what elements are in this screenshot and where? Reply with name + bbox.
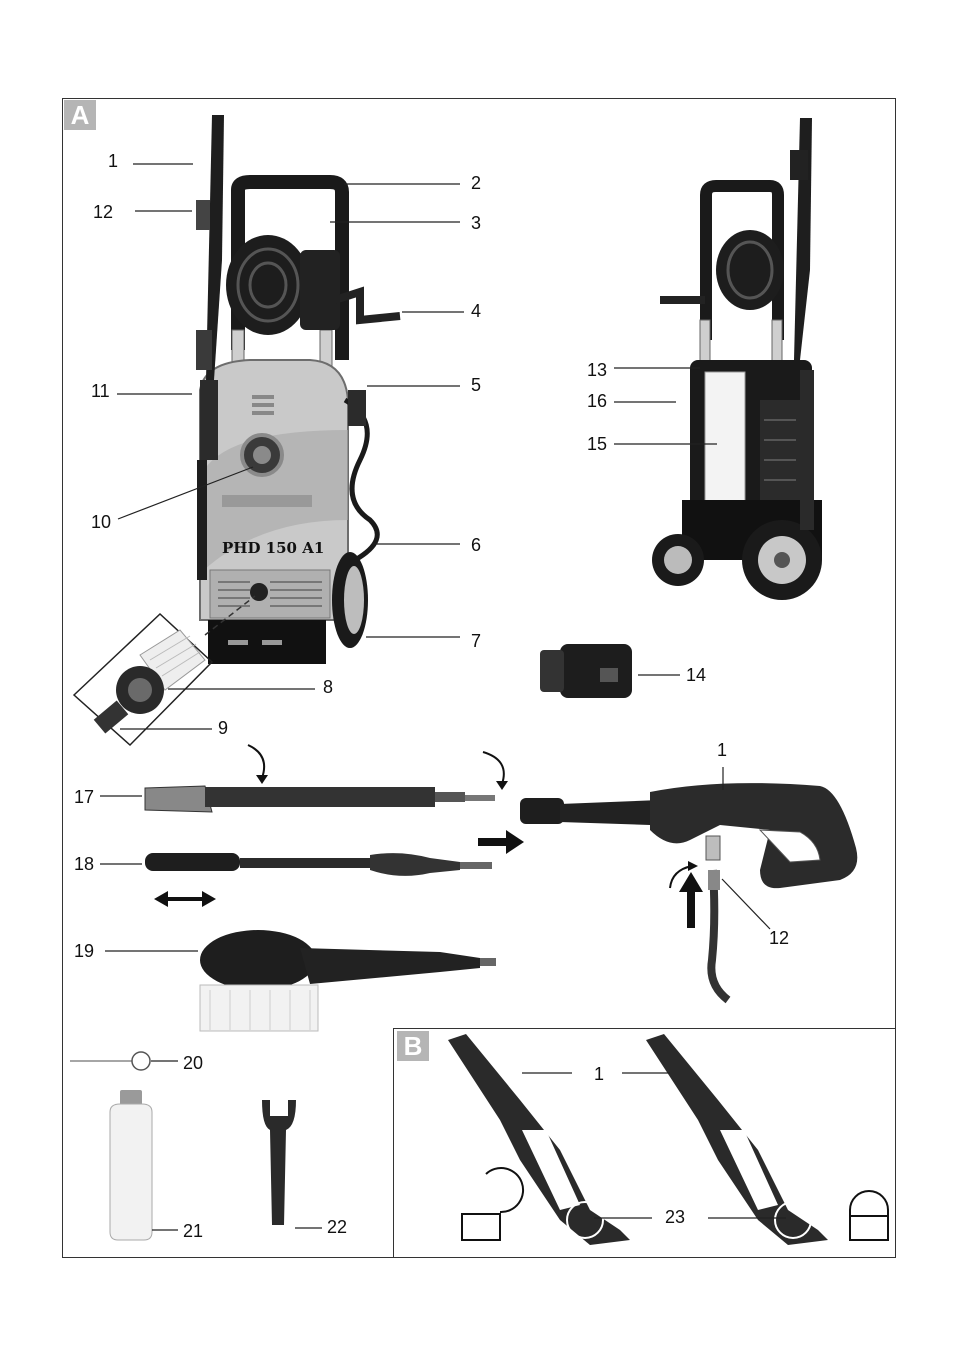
lance-17-illustration xyxy=(144,785,495,813)
callout-20: 20 xyxy=(183,1053,204,1073)
callout-1-section-b: 1 xyxy=(594,1064,605,1084)
spray-gun-illustration xyxy=(520,783,858,1004)
callout-5: 5 xyxy=(471,375,482,395)
callout-3: 3 xyxy=(471,213,482,233)
cleaning-needle-illustration xyxy=(70,1051,151,1071)
callout-15: 15 xyxy=(587,434,608,454)
water-inlet-filter-illustration xyxy=(72,595,256,747)
front-view-washer-illustration: PHD 150 A1 xyxy=(196,115,401,664)
callout-1-gun: 1 xyxy=(717,740,728,760)
wrench-illustration xyxy=(262,1100,296,1225)
callout-10: 10 xyxy=(91,512,112,532)
callout-6: 6 xyxy=(471,535,482,555)
callout-12-gun: 12 xyxy=(769,928,790,948)
callout-21: 21 xyxy=(183,1221,204,1241)
callout-1: 1 xyxy=(108,151,119,171)
section-a-badge: A xyxy=(64,100,96,130)
section-b-gun-left-illustration xyxy=(448,1034,630,1245)
section-b-frame xyxy=(393,1028,896,1258)
assembly-arrows xyxy=(247,744,698,889)
callout-9: 9 xyxy=(218,718,229,738)
callout-17: 17 xyxy=(74,787,95,807)
rear-view-washer-illustration xyxy=(652,118,822,600)
section-b-badge: B xyxy=(397,1031,429,1061)
callout-13: 13 xyxy=(587,360,608,380)
section-b-gun-right-illustration xyxy=(646,1034,889,1245)
quick-coupling-illustration xyxy=(540,644,632,698)
callout-19: 19 xyxy=(74,941,95,961)
callout-18: 18 xyxy=(74,854,95,874)
callout-22: 22 xyxy=(327,1217,348,1237)
callout-14: 14 xyxy=(686,665,707,685)
direction-arrows xyxy=(154,830,703,928)
washing-brush-illustration xyxy=(199,930,496,1032)
leader-lines xyxy=(100,163,786,1231)
detergent-bottle-illustration xyxy=(109,1090,153,1241)
callout-2: 2 xyxy=(471,173,482,193)
lance-18-illustration xyxy=(145,853,492,876)
callout-11: 11 xyxy=(91,381,110,401)
callout-12: 12 xyxy=(93,202,114,222)
model-marking: PHD 150 A1 xyxy=(222,539,324,557)
callout-23: 23 xyxy=(665,1207,686,1227)
callout-16: 16 xyxy=(587,391,608,411)
callout-8: 8 xyxy=(323,677,334,697)
callout-7: 7 xyxy=(471,631,482,651)
callout-4: 4 xyxy=(471,301,482,321)
